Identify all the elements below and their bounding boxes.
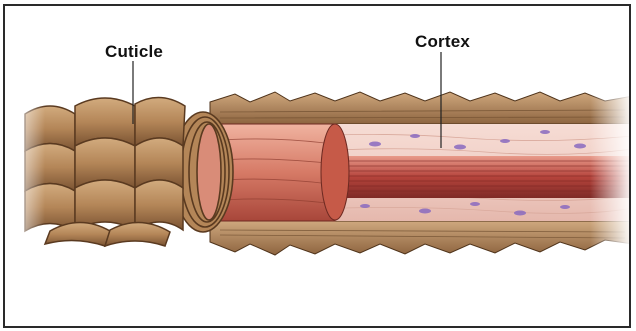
cortex-fibers [335,156,631,198]
cuticle-label: Cuticle [105,42,163,62]
diagram-frame: Cuticle Cortex [3,4,631,328]
cuticle-scales [25,97,185,246]
cuticle-sheath-bottom [210,221,631,255]
hair-shaft-illustration [5,6,631,328]
cuticle-sheath-top [210,92,631,124]
cortex-label: Cortex [415,32,470,52]
cortex-cut-face [321,124,349,220]
